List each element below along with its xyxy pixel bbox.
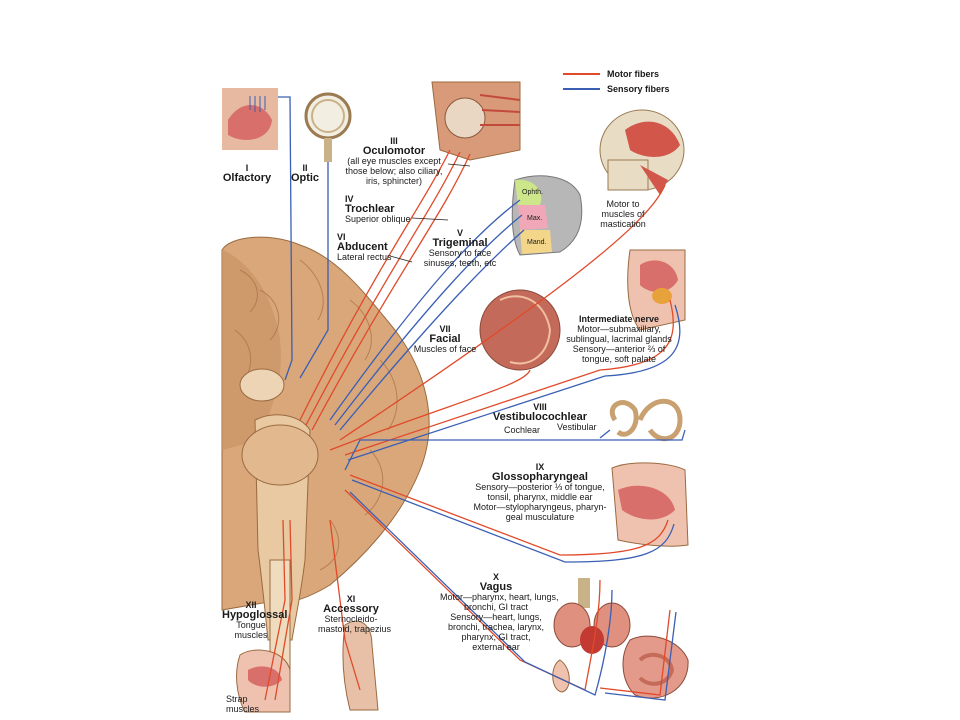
intermediate-desc-2: sublingual, lacrimal glands xyxy=(566,334,672,344)
oculomotor-num: III xyxy=(390,136,398,146)
optic-chiasm xyxy=(239,368,285,402)
olfactory-num: I xyxy=(245,163,249,173)
glossopharyngeal-label: IX Glossopharyngeal Sensory—posterior ⅓ … xyxy=(470,462,610,522)
vestibulocochlear-label: VIII Vestibulocochlear xyxy=(480,402,600,423)
trochlear-name: Trochlear xyxy=(345,203,395,215)
strap-desc-1: Strap xyxy=(226,694,248,704)
trigeminal-desc-2: sinuses, teeth, etc xyxy=(423,258,497,268)
masseter-muscle xyxy=(640,165,668,195)
abducent-desc: Lateral rectus xyxy=(337,252,392,262)
legend-sensory-label: Sensory fibers xyxy=(607,84,670,94)
intermediate-desc-3: Sensory—anterior ⅔ of xyxy=(572,344,666,354)
intermediate-name: Intermediate nerve xyxy=(578,314,660,324)
oculomotor-name: Oculomotor xyxy=(362,145,426,157)
hypoglossal-name: Hypoglossal xyxy=(222,609,288,621)
mastication-desc-2: muscles of xyxy=(601,209,645,219)
vagus-label: X Vagus Motor—pharynx, heart, lungs, bro… xyxy=(440,572,559,652)
intermediate-label: Intermediate nerve Motor—submaxillary, s… xyxy=(560,314,678,364)
mandibular-label: Mand. xyxy=(527,239,547,246)
heart-image xyxy=(580,626,604,654)
ophthalmic-label: Ophth. xyxy=(522,189,544,196)
glossopharyngeal-name: Glossopharyngeal xyxy=(492,471,588,483)
vagus-desc-2: bronchi, GI tract xyxy=(463,602,529,612)
abducent-num: VI xyxy=(337,232,346,242)
abducent-name: Abducent xyxy=(337,241,388,253)
optic-name: Optic xyxy=(290,172,320,184)
abducent-label: VI Abducent Lateral rectus xyxy=(337,232,392,262)
facial-label: VII Facial Muscles of face xyxy=(412,324,478,354)
temporalis-muscle xyxy=(625,121,680,157)
vestibular-label: Vestibular xyxy=(557,422,597,432)
vagus-desc-5: pharynx, GI tract, xyxy=(461,632,531,642)
vestibulocochlear-num: VIII xyxy=(533,402,547,412)
oculomotor-desc-2: those below; also ciliary, xyxy=(345,166,443,176)
optic-nerve-stalk xyxy=(324,138,332,162)
olfactory-name: Olfactory xyxy=(222,172,272,184)
trigeminal-num: V xyxy=(456,228,463,238)
cochlear-label: Cochlear xyxy=(504,425,541,435)
vagus-desc-1: Motor—pharynx, heart, lungs, xyxy=(440,592,559,602)
facial-desc: Muscles of face xyxy=(413,344,477,354)
glossopharyngeal-num: IX xyxy=(535,462,545,472)
hypoglossal-desc-2: muscles xyxy=(234,630,268,640)
trigeminal-label: V Trigeminal Sensory to face sinuses, te… xyxy=(422,228,498,268)
facial-name: Facial xyxy=(429,333,461,345)
accessory-desc-2: mastoid, trapezius xyxy=(318,624,392,634)
nasal-cavity xyxy=(228,105,272,140)
glossopharyngeal-desc-4: geal musculature xyxy=(505,512,575,522)
accessory-num: XI xyxy=(346,594,356,604)
hypoglossal-label: XII Hypoglossal Tongue muscles xyxy=(222,600,288,640)
eye-muscle-fibers xyxy=(479,94,521,126)
optic-label: II Optic xyxy=(287,163,323,184)
optic-num: II xyxy=(302,163,308,173)
trigeminal-desc-1: Sensory to face xyxy=(428,248,492,258)
intermediate-desc-1: Motor—submaxillary, xyxy=(577,324,661,334)
trochlear-num: IV xyxy=(345,194,354,204)
semicircular-canals-image xyxy=(637,398,683,442)
vagus-desc-4: bronchi, trachea, larynx, xyxy=(447,622,545,632)
strap-desc-2: muscles xyxy=(226,704,260,714)
glossopharyngeal-desc-1: Sensory—posterior ⅓ of tongue, xyxy=(475,482,605,492)
accessory-neck-image xyxy=(342,620,379,711)
gi-tract-image xyxy=(622,635,689,699)
hypoglossal-num: XII xyxy=(245,600,257,610)
mastication-label: Motor to muscles of mastication xyxy=(590,199,656,229)
intermediate-desc-4: tongue, soft palate xyxy=(581,354,657,364)
pons xyxy=(241,424,319,486)
vestibulocochlear-name: Vestibulocochlear xyxy=(492,411,588,423)
glossopharyngeal-desc-3: Motor—stylopharyngeus, pharyn- xyxy=(473,502,607,512)
accessory-desc-1: Sternocleido- xyxy=(324,614,378,624)
vagus-desc-3: Sensory—heart, lungs, xyxy=(450,612,542,622)
glossopharyngeal-desc-2: tonsil, pharynx, middle ear xyxy=(487,492,593,502)
accessory-name: Accessory xyxy=(323,603,379,615)
oculomotor-desc-1: (all eye muscles except xyxy=(347,156,441,166)
trochlear-label: IV Trochlear Superior oblique xyxy=(345,194,411,224)
hypoglossal-desc-1: Tongue xyxy=(236,620,266,630)
mastication-desc-3: mastication xyxy=(600,219,646,229)
maxillary-label: Max. xyxy=(527,215,543,222)
legend-motor-label: Motor fibers xyxy=(607,69,660,79)
facial-num: VII xyxy=(439,324,451,334)
vagus-desc-6: external ear xyxy=(472,642,520,652)
olfactory-fibers xyxy=(249,96,266,112)
mastication-desc-1: Motor to xyxy=(606,199,640,209)
vagus-num: X xyxy=(492,572,499,582)
oculomotor-label: III Oculomotor (all eye muscles except t… xyxy=(342,136,446,186)
ear-image xyxy=(552,659,570,693)
facial-muscles-image xyxy=(479,289,561,371)
trachea-image xyxy=(578,578,590,608)
trigeminal-name: Trigeminal xyxy=(432,237,488,249)
oculomotor-desc-3: iris, sphincter) xyxy=(365,176,422,186)
vagus-name: Vagus xyxy=(479,581,513,593)
cochlea-image xyxy=(610,400,639,437)
strap-muscles-label: Strap muscles xyxy=(226,694,259,714)
nerve-fibers xyxy=(264,96,686,701)
accessory-label: XI Accessory Sternocleido- mastoid, trap… xyxy=(318,594,392,634)
trochlear-desc: Superior oblique xyxy=(345,214,411,224)
olfactory-label: I Olfactory xyxy=(222,163,272,184)
